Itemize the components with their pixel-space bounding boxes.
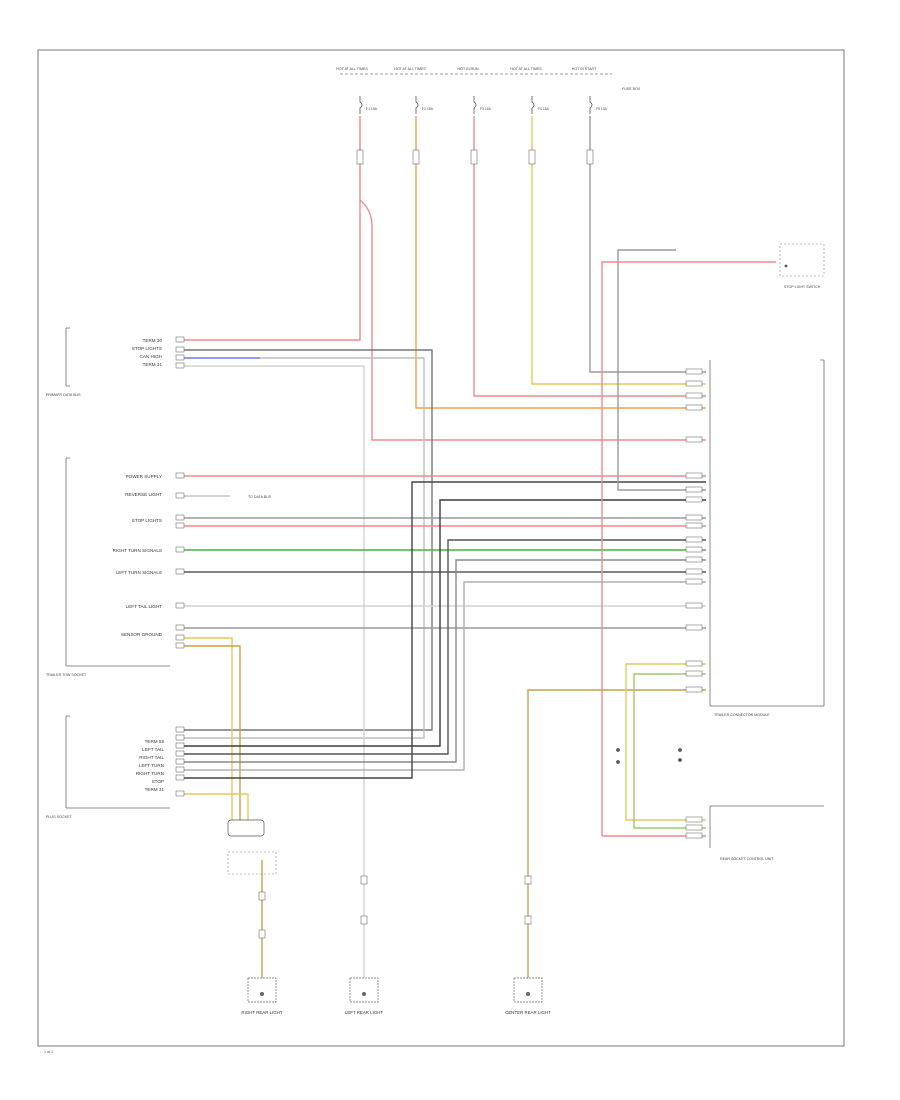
bottom-lights: RIGHT REAR LIGHT LEFT REAR LIGHT CENTER … (241, 977, 551, 1015)
wire-green-rear (633, 673, 706, 829)
lamp-icon (513, 977, 543, 1003)
module-connectors (685, 368, 703, 839)
data-bus-note: TO DATA BUS (248, 495, 272, 499)
fuse-label-3: F3 15A (480, 107, 492, 111)
fuse-box-note: FUSE BOX (622, 87, 641, 91)
trailer-tow-socket-block: TRAILER TOW SOCKET POWER SUPPLY REVERSE … (46, 457, 170, 677)
source-label-5: HOT IN START (572, 67, 597, 71)
wire-yellow-fuse4 (531, 116, 706, 385)
pin-label: POWER SUPPLY (126, 474, 162, 479)
source-label-1: HOT AT ALL TIMES (336, 67, 368, 71)
top-sources: HOT AT ALL TIMES HOT AT ALL TIMES HOT IN… (336, 67, 641, 114)
pin-label: TERM 31 (145, 787, 165, 792)
pin-label: RIGHT TURN SIGNALS (113, 548, 162, 553)
pin-label: RIGHT TURN (136, 771, 164, 776)
wire-yellow-rear-2 (625, 663, 706, 821)
source-label-2: HOT AT ALL TIMES (394, 67, 426, 71)
trailer-block-label: TRAILER TOW SOCKET (46, 673, 87, 677)
pin-label: REVERSE LIGHT (125, 492, 162, 497)
center-rear-light-label: CENTER REAR LIGHT (505, 1010, 551, 1015)
wire-black-stop (176, 349, 433, 731)
rear-socket-control-block: REAR SOCKET CONTROL UNIT (709, 805, 824, 861)
pin-label: CAN HIGH (140, 354, 162, 359)
source-label-4: HOT AT ALL TIMES (510, 67, 542, 71)
wire-dark-bundle-1 (176, 499, 706, 747)
page-number: 1 of 1 (44, 1050, 53, 1054)
lamp-icon (349, 977, 379, 1003)
wire-yellow-sensor-1 (176, 637, 233, 820)
diagram-border (37, 49, 845, 1047)
lamp-icon (247, 977, 277, 1003)
trailer-module-label: TRAILER CONNECTOR MODULE (714, 713, 770, 717)
wire-red-fuse3 (473, 116, 706, 397)
stop-light-switch-block: STOP LIGHT SWITCH (779, 243, 825, 289)
wire-dark-bundle-2 (176, 539, 706, 755)
left-connectors (175, 336, 185, 797)
wire-grey-stoplight (617, 249, 706, 491)
pin-label: LEFT TURN (139, 763, 164, 768)
pin-label: RIGHT TAIL (139, 755, 164, 760)
wire-red-primary-left (176, 200, 361, 341)
wire-white-term31 (176, 365, 365, 1000)
primary-block-label: PRIMARY DATA BUS (46, 393, 81, 397)
primary-data-bus-block: PRIMARY DATA BUS TERM 30 STOP LIGHTS CAN… (46, 327, 163, 397)
wire-yellow-plug (176, 793, 249, 820)
fuse-label-2: F2 15A (422, 107, 434, 111)
pin-label: TERM 31 (143, 362, 163, 367)
splice-connector (227, 819, 277, 875)
switch-icon (616, 748, 682, 764)
fuse-icon (359, 96, 593, 114)
fuse-label-5: F5 10A (596, 107, 608, 111)
inline-connectors (258, 149, 594, 939)
stop-light-label: STOP LIGHT SWITCH (784, 285, 821, 289)
pin-label: TERM 58 (145, 739, 165, 744)
pin-label: LEFT TURN SIGNALS (116, 570, 162, 575)
pin-label: LEFT TAIL (142, 747, 164, 752)
plug-socket-block: PLUG SOCKET TERM 58 LEFT TAIL RIGHT TAIL… (46, 715, 170, 819)
wire-yellow-rear (527, 689, 706, 1000)
trailer-connector-module-block: TRAILER CONNECTOR MODULE (709, 359, 825, 717)
pin-label: STOP LIGHTS (132, 518, 162, 523)
wire-grey-fuse5 (589, 116, 706, 373)
left-rear-light-label: LEFT REAR LIGHT (345, 1010, 384, 1015)
wire-grey-bundle-3 (176, 559, 706, 763)
wire-grey-bundle-4 (176, 581, 706, 771)
fuse-label-1: F1 15A (366, 107, 378, 111)
pin-label: STOP LIGHTS (132, 346, 162, 351)
wire-red-primary (359, 116, 706, 441)
pin-label: TERM 30 (143, 338, 163, 343)
wire-orange-1 (415, 116, 706, 409)
right-rear-light-label: RIGHT REAR LIGHT (241, 1010, 282, 1015)
wire-grey-can (176, 357, 425, 739)
pin-label: SENSOR GROUND (121, 632, 163, 637)
plug-block-label: PLUG SOCKET (46, 815, 72, 819)
fuse-label-4: F4 15A (538, 107, 550, 111)
source-label-3: HOT IN RUN (458, 67, 479, 71)
wires (176, 116, 776, 1000)
pin-label: LEFT TAIL LIGHT (126, 604, 163, 609)
rear-socket-label: REAR SOCKET CONTROL UNIT (720, 857, 774, 861)
wire-dark-bundle-5 (176, 481, 706, 779)
pin-label: STOP (152, 779, 164, 784)
